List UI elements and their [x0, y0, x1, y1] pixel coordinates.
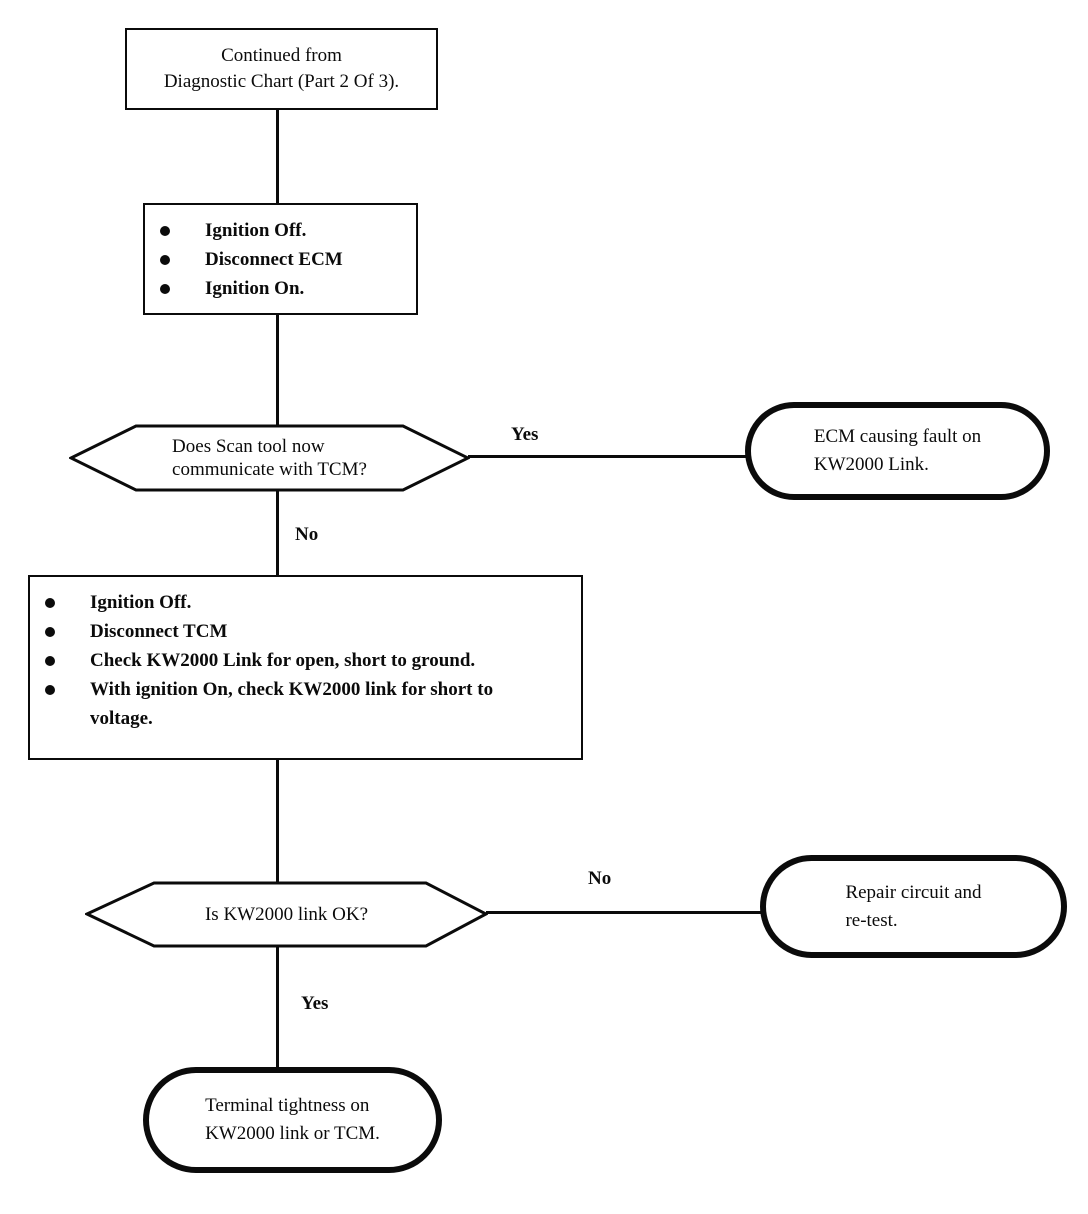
hexagon-shape — [85, 881, 488, 948]
bullet-icon — [160, 226, 170, 236]
bullet-icon — [45, 685, 55, 695]
result-terminal-tightness-line1: Terminal tightness on — [205, 1095, 370, 1116]
connector-decision1-yes — [468, 455, 750, 458]
step2-item: With ignition On, check KW2000 link for … — [30, 675, 581, 733]
decision2-line1: Is KW2000 link OK? — [204, 904, 369, 925]
connector-step1-to-decision1 — [276, 314, 279, 426]
node-decision1: Does Scan tool now communicate with TCM? — [69, 424, 470, 492]
node-continued-from-line2: Diagnostic Chart (Part 2 Of 3). — [163, 71, 400, 92]
hexagon-shape — [69, 424, 470, 492]
edge-label-no2: No — [588, 868, 612, 889]
bullet-icon — [160, 255, 170, 265]
node-result-terminal-tightness: Terminal tightness on KW2000 link or TCM… — [143, 1067, 442, 1173]
bullet-icon — [45, 627, 55, 637]
node-result-repair: Repair circuit and re-test. — [760, 855, 1067, 958]
step1-item: Ignition Off. — [145, 216, 416, 245]
connector-decision2-yes — [276, 946, 279, 1067]
connector-start-to-step1 — [276, 109, 279, 205]
edge-label-yes2: Yes — [301, 993, 329, 1014]
node-step1: Ignition Off. Disconnect ECM Ignition On… — [143, 203, 418, 315]
step2-item: Ignition Off. — [30, 588, 581, 617]
bullet-icon — [45, 656, 55, 666]
edge-label-yes1: Yes — [511, 424, 539, 445]
step2-item: Check KW2000 Link for open, short to gro… — [30, 646, 581, 675]
decision1-line2: communicate with TCM? — [172, 459, 367, 480]
result-ecm-fault-line1: ECM causing fault on — [813, 426, 982, 447]
edge-label-no1: No — [295, 524, 319, 545]
node-continued-from-line1: Continued from — [221, 45, 342, 66]
node-step2: Ignition Off. Disconnect TCM Check KW200… — [28, 575, 583, 760]
node-result-ecm-fault: ECM causing fault on KW2000 Link. — [745, 402, 1050, 500]
step1-item: Ignition On. — [145, 274, 416, 303]
decision1-text: Does Scan tool now communicate with TCM? — [69, 424, 470, 492]
decision1-line1: Does Scan tool now — [172, 436, 325, 457]
step1-item: Disconnect ECM — [145, 245, 416, 274]
step2-item: Disconnect TCM — [30, 617, 581, 646]
result-terminal-tightness-line2: KW2000 link or TCM. — [205, 1123, 380, 1144]
bullet-icon — [160, 284, 170, 294]
result-repair-line1: Repair circuit and — [845, 881, 982, 903]
connector-decision2-no — [486, 911, 763, 914]
result-repair-line2: re-test. — [845, 909, 898, 931]
bullet-icon — [45, 598, 55, 608]
result-ecm-fault-line2: KW2000 Link. — [813, 454, 929, 475]
connector-step2-to-decision2 — [276, 758, 279, 883]
decision2-text: Is KW2000 link OK? — [85, 881, 488, 948]
connector-decision1-no — [276, 490, 279, 577]
node-continued-from: Continued from Diagnostic Chart (Part 2 … — [125, 28, 438, 110]
node-decision2: Is KW2000 link OK? — [85, 881, 488, 948]
